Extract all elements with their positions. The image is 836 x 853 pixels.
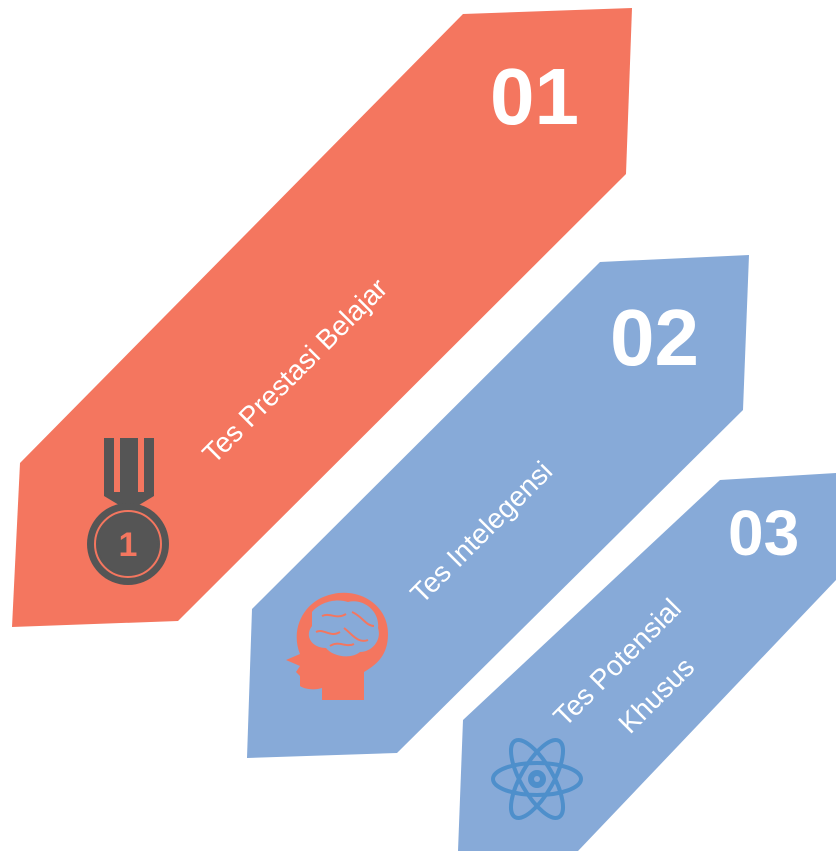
card-03-shape — [458, 473, 836, 851]
medal-number-text: 1 — [119, 526, 138, 564]
brain-icon — [286, 592, 388, 700]
card-01-shape — [12, 8, 632, 627]
card-01-number: 01 — [490, 52, 579, 141]
card-03-number: 03 — [728, 497, 799, 569]
card-03: 03 Tes Potensial Khusus — [458, 473, 836, 851]
atom-icon — [491, 738, 583, 820]
medal-icon: 1 — [87, 438, 169, 585]
card-01: 01 Tes Prestasi Belajar 1 — [12, 8, 632, 627]
card-02: 02 Tes Intelegensi — [247, 255, 749, 758]
card-02-number: 02 — [610, 293, 699, 382]
